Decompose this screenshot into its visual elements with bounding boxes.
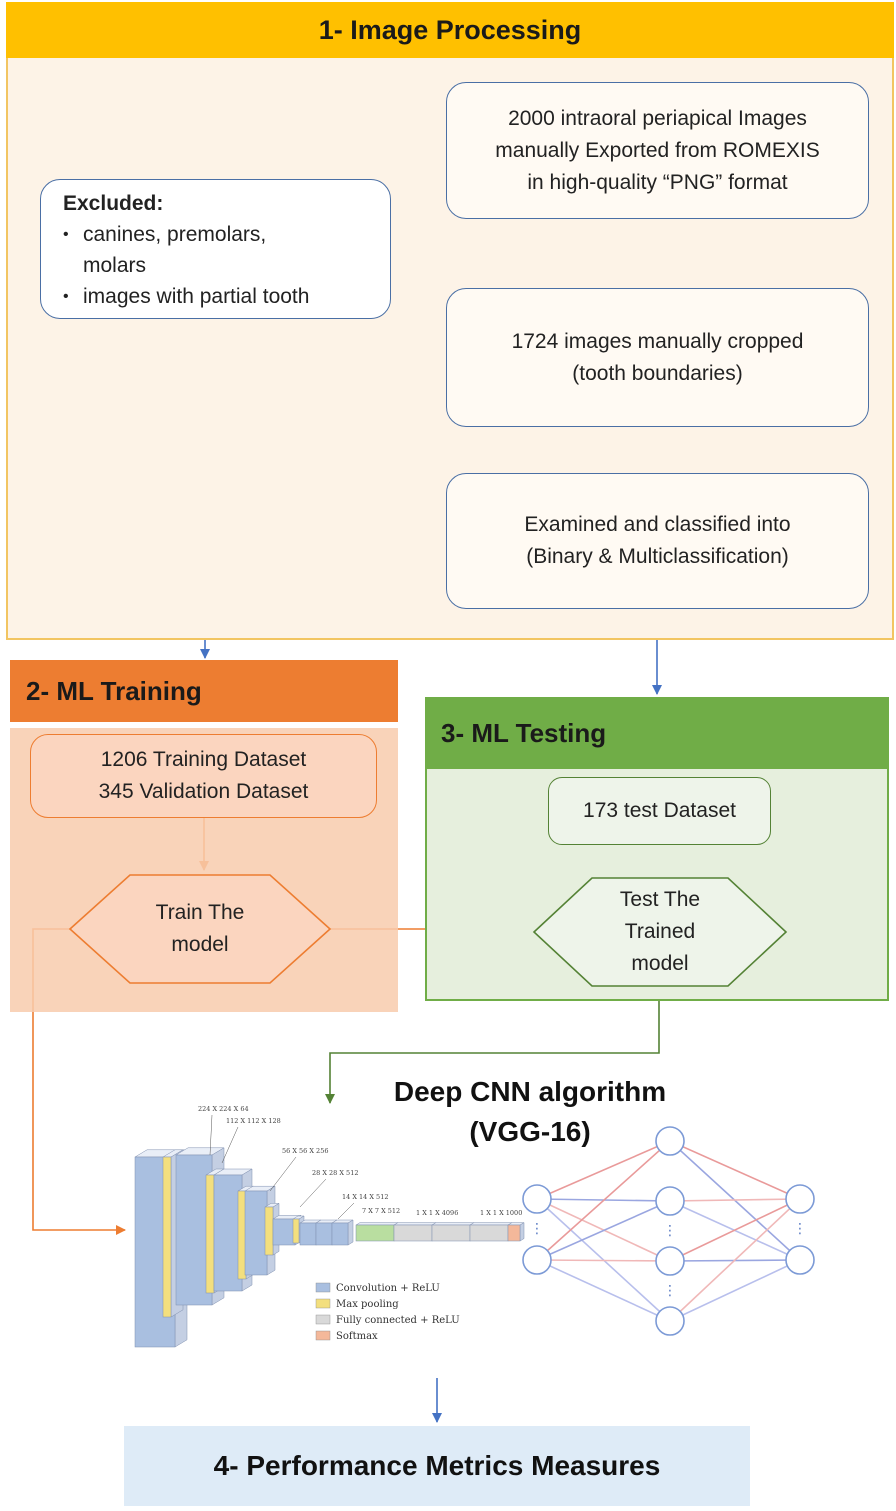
nn-edge: [536, 1140, 671, 1200]
nn-edge: [669, 1259, 801, 1322]
layer-size-label: 224 X 224 X 64: [198, 1105, 249, 1113]
bullet-icon: •: [63, 226, 69, 243]
nn-edge: [536, 1259, 671, 1262]
image-processing-title: 1- Image Processing: [318, 14, 582, 45]
nn-edge: [669, 1198, 801, 1262]
layer-size-label: 1 X 1 X 4096: [416, 1209, 458, 1217]
excluded-item: • images with partial tooth: [63, 281, 390, 312]
cnn-title: Deep CNN algorithm (VGG-16): [330, 1072, 730, 1152]
crop-images-box: 1724 images manually cropped (tooth boun…: [446, 288, 869, 427]
ml-training-header: 2- ML Training: [10, 660, 398, 722]
callout-line: [269, 1156, 297, 1192]
fc-layer: [355, 1222, 399, 1242]
softmax-layer: [507, 1222, 525, 1242]
test-model-line: model: [631, 952, 689, 975]
nn-edge: [669, 1198, 801, 1322]
callout-line: [209, 1114, 213, 1156]
crop-line: 1724 images manually cropped: [511, 329, 804, 353]
nn-node: [785, 1184, 815, 1214]
nn-node: [655, 1306, 685, 1336]
ellipsis-icon: ⋮: [530, 1221, 544, 1237]
test-dataset-box: 173 test Dataset: [548, 777, 771, 845]
export-line: 2000 intraoral periapical Images: [508, 106, 807, 130]
test-model-line: Test The: [619, 888, 701, 911]
arrow-test-to-cnn: [325, 1001, 660, 1104]
train-model-hexagon: [68, 874, 332, 984]
legend-swatch: [315, 1298, 331, 1309]
export-line: in high-quality “PNG” format: [527, 170, 788, 194]
cnn-title-line: (VGG-16): [469, 1116, 591, 1147]
fc-layer: [469, 1222, 513, 1242]
legend-label: Fully connected + ReLU: [336, 1315, 460, 1326]
nn-node: [522, 1184, 552, 1214]
nn-node: [785, 1245, 815, 1275]
test-model-label: Test The Trained model: [528, 876, 792, 988]
ml-testing-header: 3- ML Testing: [425, 697, 889, 769]
training-dataset-line: 345 Validation Dataset: [98, 780, 309, 803]
train-model-line: Train The: [155, 901, 245, 924]
legend-swatch: [315, 1314, 331, 1325]
ellipsis-icon: ⋮: [663, 1283, 677, 1299]
vgg16-architecture-diagram: 224 X 224 X 64 112 X 112 X 128 56 X 56 X 2…: [134, 1105, 525, 1348]
classify-line: Examined and classified into: [524, 513, 791, 536]
ml-testing-title: 3- ML Testing: [441, 717, 607, 748]
ellipsis-icon: ⋮: [793, 1221, 807, 1237]
nn-edge: [669, 1140, 801, 1200]
layer-size-label: 112 X 112 X 128: [226, 1117, 281, 1125]
training-dataset-line: 1206 Training Dataset: [100, 748, 307, 771]
performance-metrics-box: 4- Performance Metrics Measures: [124, 1426, 750, 1506]
legend-swatch: [315, 1282, 331, 1293]
excluded-box: Excluded: • canines, premolars, molars •…: [40, 179, 391, 319]
nn-edge: [536, 1200, 671, 1261]
fc-layer: [431, 1222, 475, 1242]
nn-node: [655, 1126, 685, 1156]
excluded-title: Excluded:: [63, 192, 164, 215]
excluded-item-text: images with partial tooth: [83, 285, 310, 308]
legend-label: Convolution + ReLU: [336, 1283, 440, 1294]
legend-label: Softmax: [336, 1331, 378, 1342]
ml-training-title: 2- ML Training: [26, 675, 202, 706]
layer-size-label: 14 X 14 X 512: [342, 1193, 388, 1201]
ellipsis-icon: ⋮: [663, 1223, 677, 1239]
train-model-line: model: [171, 933, 229, 956]
layer-size-label: 1 X 1 X 1000: [480, 1209, 522, 1217]
bullet-icon: •: [63, 288, 69, 305]
classify-line: (Binary & Multiclassification): [526, 545, 789, 568]
layer-size-label: 28 X 28 X 512: [312, 1169, 358, 1177]
fc-layer: [393, 1222, 437, 1242]
train-model-label: Train The model: [60, 873, 340, 985]
nn-edge: [536, 1259, 671, 1322]
test-dataset-text: 173 test Dataset: [583, 799, 736, 822]
test-model-hexagon: [532, 877, 788, 987]
layer-size-label: 7 X 7 X 512: [362, 1207, 400, 1215]
callout-line: [221, 1126, 239, 1164]
nn-node: [655, 1246, 685, 1276]
excluded-item: • canines, premolars, molars: [63, 219, 390, 281]
callout-line: [337, 1202, 355, 1220]
excluded-item-text: canines, premolars,: [83, 223, 267, 246]
export-line: manually Exported from ROMEXIS: [495, 138, 820, 162]
legend-swatch: [315, 1330, 331, 1341]
cnn-title-line: Deep CNN algorithm: [393, 1076, 667, 1107]
nn-edge: [536, 1140, 671, 1261]
nn-node: [522, 1245, 552, 1275]
crop-line: (tooth boundaries): [572, 361, 743, 385]
classify-box: Examined and classified into (Binary & M…: [446, 473, 869, 609]
neural-network-diagram: ⋮ ⋮ ⋮ ⋮: [522, 1126, 815, 1336]
nn-edge: [669, 1198, 801, 1202]
test-model-line: Trained: [624, 920, 696, 943]
callout-line: [299, 1178, 327, 1208]
conv-layer: [331, 1219, 354, 1246]
image-processing-header: 1- Image Processing: [6, 2, 894, 58]
export-images-box: 2000 intraoral periapical Images manuall…: [446, 82, 869, 219]
excluded-item-text: molars: [83, 254, 147, 277]
legend-label: Max pooling: [336, 1299, 399, 1310]
performance-metrics-title: 4- Performance Metrics Measures: [213, 1450, 661, 1481]
layer-size-label: 56 X 56 X 256: [282, 1147, 328, 1155]
training-dataset-box: 1206 Training Dataset 345 Validation Dat…: [30, 734, 377, 818]
nn-node: [655, 1186, 685, 1216]
